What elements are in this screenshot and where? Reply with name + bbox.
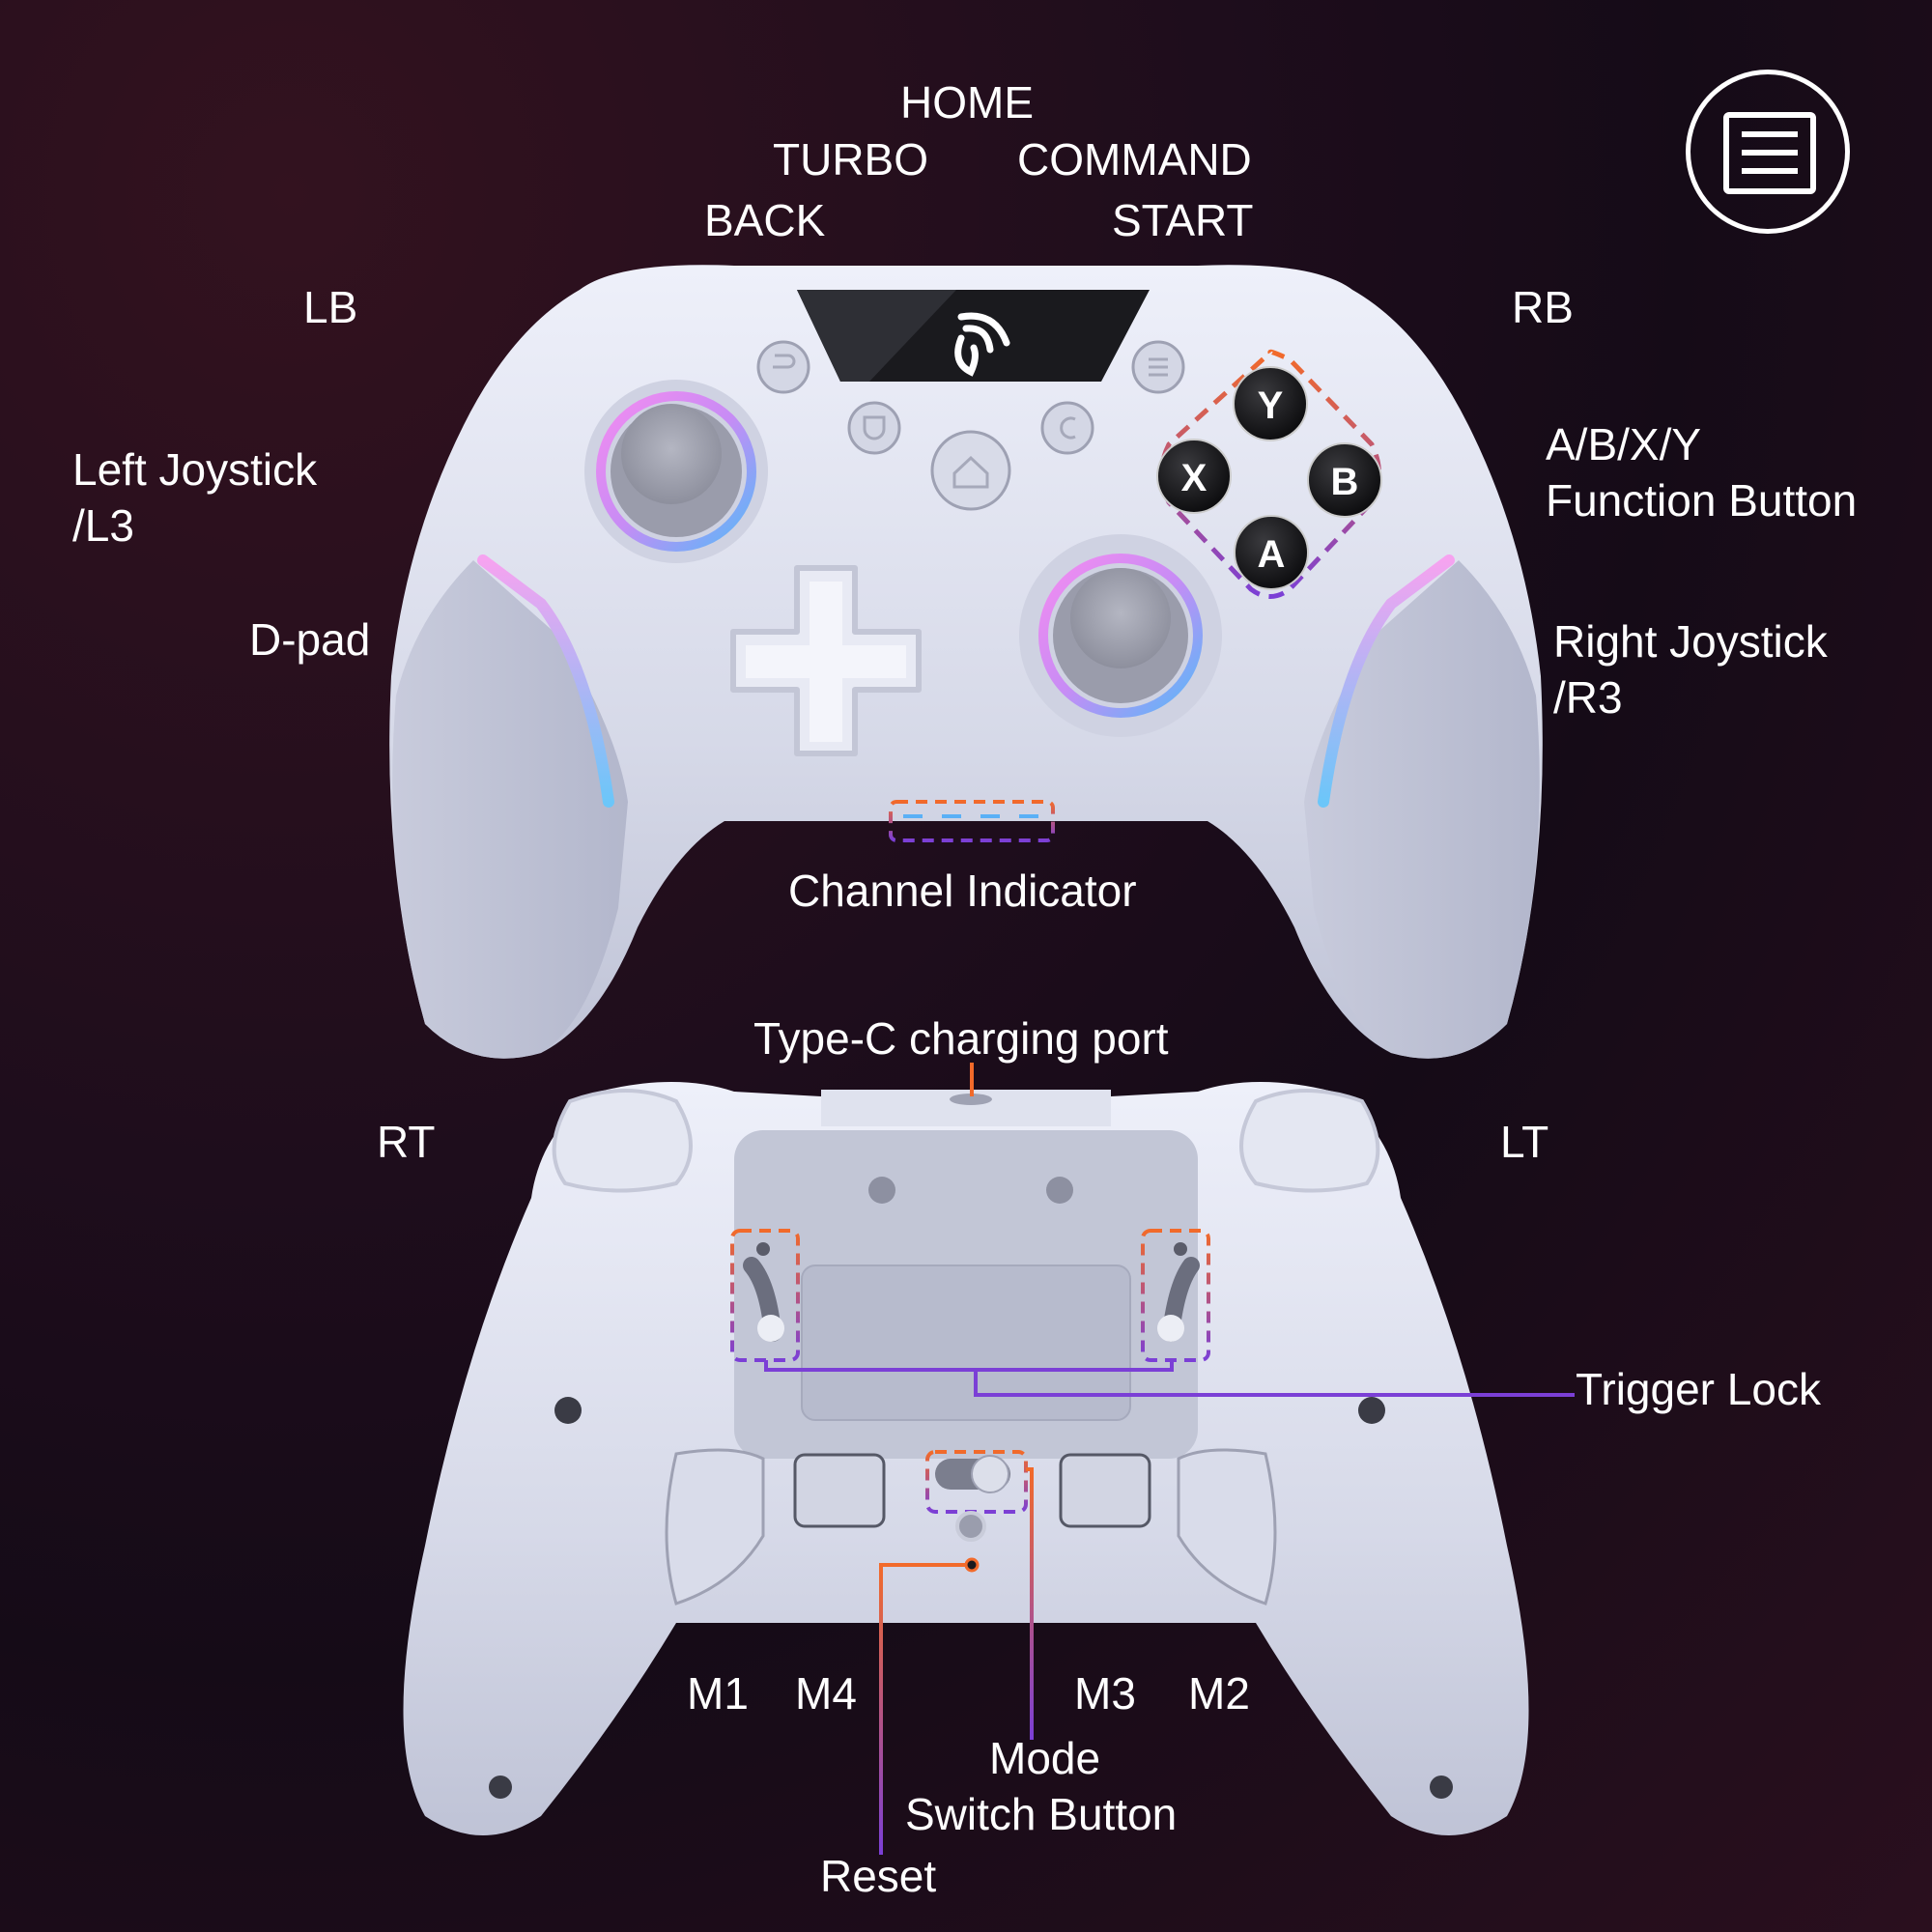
b-button[interactable]: B [1307, 442, 1382, 518]
label-right-joystick-2: /R3 [1553, 672, 1623, 723]
menu-bar-1 [1742, 131, 1798, 137]
label-type-c-port: Type-C charging port [753, 1013, 1169, 1064]
y-button[interactable]: Y [1233, 366, 1308, 441]
m2-paddle[interactable] [1177, 1448, 1277, 1605]
m4-button[interactable] [793, 1453, 886, 1528]
right-joystick[interactable] [1019, 534, 1222, 737]
type-c-port [950, 1094, 992, 1105]
menu-list-icon[interactable] [1686, 70, 1850, 234]
label-trigger-lock: Trigger Lock [1576, 1364, 1821, 1414]
menu-bar-2 [1742, 150, 1798, 156]
label-channel-indicator: Channel Indicator [788, 866, 1137, 916]
label-m4: M4 [795, 1668, 857, 1719]
menu-bar-3 [1742, 168, 1798, 174]
label-reset: Reset [820, 1851, 937, 1901]
menu-list-box [1723, 112, 1816, 194]
label-rt: RT [377, 1117, 436, 1167]
svg-text:Y: Y [1258, 384, 1284, 427]
label-m3: M3 [1074, 1668, 1136, 1719]
svg-text:X: X [1181, 457, 1208, 499]
label-rb: RB [1512, 282, 1574, 332]
start-button[interactable] [1131, 340, 1185, 394]
a-button[interactable]: A [1234, 515, 1309, 590]
reset-hole[interactable] [964, 1557, 980, 1573]
label-lt: LT [1500, 1117, 1549, 1167]
label-command: COMMAND [1017, 134, 1252, 185]
svg-text:B: B [1331, 461, 1359, 503]
label-dpad: D-pad [249, 614, 371, 665]
label-left-joystick-2: /L3 [72, 500, 134, 551]
back-controller [403, 1082, 1575, 1835]
label-right-joystick-1: Right Joystick [1553, 616, 1828, 667]
label-m1: M1 [687, 1668, 749, 1719]
mode-switch[interactable] [925, 1450, 1028, 1514]
label-start: START [1112, 195, 1254, 245]
front-controller: Y X B A [389, 265, 1543, 1059]
label-abxy-2: Function Button [1546, 475, 1858, 526]
label-turbo: TURBO [773, 134, 928, 185]
label-abxy-1: A/B/X/Y [1546, 419, 1702, 469]
x-button[interactable]: X [1156, 439, 1232, 514]
label-lb: LB [303, 282, 358, 332]
label-left-joystick-1: Left Joystick [72, 444, 318, 495]
label-home: HOME [900, 77, 1034, 128]
trigger-lock-right[interactable] [1141, 1229, 1210, 1362]
label-mode-1: Mode [989, 1733, 1101, 1783]
dpad[interactable] [730, 565, 922, 756]
left-joystick[interactable] [584, 380, 768, 563]
callout-lines [344, 128, 1542, 1855]
label-mode-2: Switch Button [905, 1789, 1178, 1839]
svg-text:A: A [1258, 533, 1286, 576]
label-back: BACK [704, 195, 826, 245]
label-m2: M2 [1188, 1668, 1250, 1719]
back-button[interactable] [756, 340, 810, 394]
